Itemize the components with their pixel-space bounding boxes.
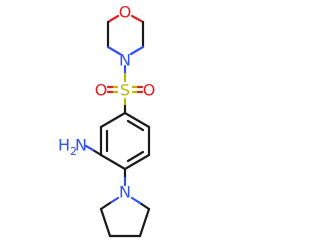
benzene-ring <box>99 111 151 171</box>
ring-bond <box>123 111 151 129</box>
bond-o-c <box>106 14 120 24</box>
morpholine-oxygen-label: O <box>119 3 132 22</box>
ring-bond <box>99 153 127 171</box>
amine-h-label: H <box>58 136 70 155</box>
ring-bond <box>138 207 151 238</box>
bond-c-nh2 <box>84 144 95 152</box>
ring-bond <box>99 201 112 211</box>
sulfur-label: S <box>120 81 130 100</box>
bond-o-c <box>130 14 145 24</box>
ring-double-bond <box>126 119 145 132</box>
sulfonyl-bonds <box>106 85 144 94</box>
morpholine-nitrogen-label: N <box>119 51 131 70</box>
ring-bond <box>130 196 142 205</box>
ring-bond <box>108 196 120 205</box>
amine-subscript: 2 <box>70 145 77 158</box>
ring-double-bond <box>126 150 145 163</box>
bond-c-n <box>106 45 122 56</box>
ring-bond <box>123 153 151 171</box>
pyrrolidine-nitrogen-label: N <box>119 183 131 202</box>
bond-c-n <box>129 45 145 56</box>
morpholine-ring <box>106 14 145 56</box>
amine-label: H 2 N <box>58 136 87 159</box>
ring-bond <box>99 111 127 129</box>
bond-c-nh2 <box>91 148 103 157</box>
sulfonyl-oxygen-left-label: O <box>95 81 108 100</box>
ring-bond <box>138 201 151 211</box>
ring-bond <box>99 207 112 238</box>
amine-n-label: N <box>75 136 87 155</box>
sulfonyl-oxygen-right-label: O <box>143 81 156 100</box>
molecule-structure: O N S O O H 2 N N <box>58 3 156 238</box>
pyrrolidine-ring <box>99 196 151 238</box>
structure-diagram: O N S O O H 2 N N <box>57 2 156 238</box>
